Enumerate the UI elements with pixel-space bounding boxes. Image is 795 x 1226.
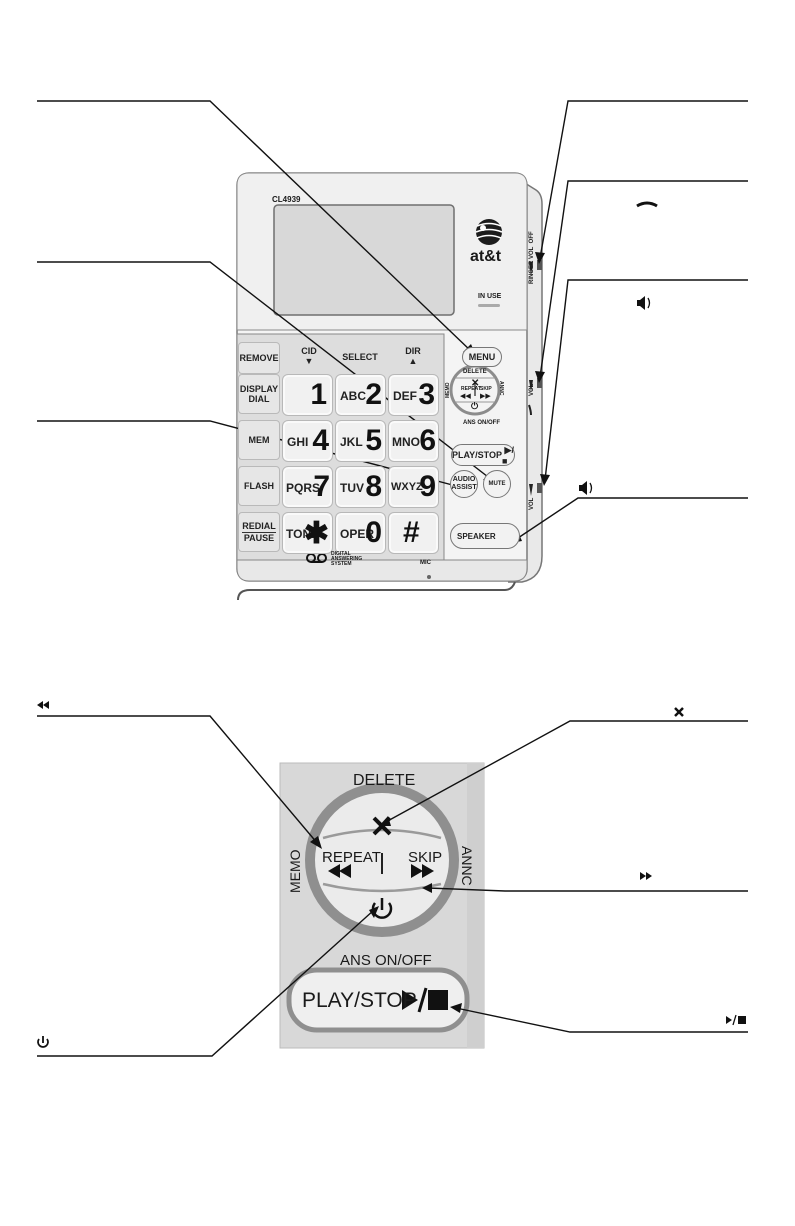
power-legend-icon	[37, 1036, 49, 1048]
audio-assist-button[interactable]: AUDIO ASSIST	[450, 470, 478, 498]
memo-label: MEMO	[445, 382, 451, 398]
in-use-label: IN USE	[478, 293, 502, 300]
forward-legend-icon	[640, 872, 652, 880]
play-stop-legend-icon	[726, 1014, 746, 1026]
detail-play-stop-button[interactable]	[286, 967, 470, 1033]
leader-arrowheads-bottom	[310, 816, 462, 1013]
mem-key[interactable]: MEM	[238, 420, 280, 460]
key-5[interactable]: JKL 5	[335, 420, 386, 462]
repeat-mini-icon: ◀◀	[460, 393, 471, 400]
lcd-screen	[273, 204, 455, 316]
x-legend-icon	[674, 707, 684, 717]
speaker-legend-icon	[637, 296, 651, 310]
voicemail-icon	[306, 553, 327, 563]
key-6[interactable]: MNO 6	[388, 420, 439, 462]
rewind-icon	[328, 864, 351, 878]
leader-lines-bottom	[37, 715, 748, 1057]
speaker-vol-label: VOL	[529, 497, 535, 510]
ans-onoff-label: ANS ON/OFF	[463, 420, 500, 426]
speaker-volume-legend-icon	[579, 481, 593, 495]
mic-hole	[427, 575, 431, 579]
skip-mini-icon: ▶▶	[480, 393, 491, 400]
cid-key[interactable]: CID▼	[301, 346, 317, 366]
detail-repeat-button[interactable]: REPEAT	[322, 849, 381, 866]
brand-logo-text: at&t	[470, 248, 502, 265]
handset-vol-label: VOL	[529, 383, 535, 396]
speaker-button[interactable]: SPEAKER	[450, 523, 520, 549]
handset-side-icon	[528, 404, 532, 416]
model-number: CL4939	[272, 195, 301, 204]
key-1[interactable]: 1	[282, 374, 333, 416]
delete-label: DELETE	[463, 369, 487, 375]
forward-icon	[411, 864, 434, 878]
detail-play-stop-label: PLAY/STOP	[302, 989, 417, 1012]
menu-button[interactable]: MENU	[462, 347, 502, 367]
rewind-legend-icon	[37, 701, 49, 709]
detail-ans-onoff-label: ANS ON/OFF	[340, 952, 432, 969]
in-use-light	[478, 304, 500, 307]
detail-play-stop-icon	[402, 987, 448, 1013]
remove-key[interactable]: REMOVE	[238, 342, 280, 374]
power-icon	[371, 898, 393, 919]
key-2[interactable]: ABC 2	[335, 374, 386, 416]
key-pound[interactable]: #	[388, 512, 439, 554]
delete-button[interactable]: ✕	[471, 378, 480, 389]
mute-button[interactable]: MUTE	[483, 470, 511, 498]
key-0[interactable]: OPER 0	[335, 512, 386, 554]
dir-key[interactable]: DIR▲	[405, 346, 421, 366]
das-label: DIGITAL ANSWERING SYSTEM	[331, 551, 363, 567]
display-dial-key[interactable]: DISPLAY DIAL	[238, 374, 280, 414]
key-4[interactable]: GHI 4	[282, 420, 333, 462]
detail-skip-button[interactable]: SKIP	[408, 849, 443, 866]
key-star[interactable]: TONE ✱	[282, 512, 333, 554]
base-stand-edge	[237, 581, 516, 601]
play-stop-button[interactable]: PLAY/STOP ▶/■	[451, 444, 515, 466]
select-key[interactable]: SELECT	[342, 352, 378, 362]
key-3[interactable]: DEF 3	[388, 374, 439, 416]
ringer-vol-label: RINGER VOL OFF	[529, 231, 535, 284]
speaker-arrow-icon	[529, 484, 533, 496]
att-logo-icon	[475, 219, 503, 245]
detail-annc-label: ANNC	[459, 846, 475, 886]
handset-volume-button[interactable]	[537, 378, 542, 388]
annc-label: ANNC	[498, 381, 504, 396]
detail-memo-label: MEMO	[287, 849, 303, 893]
speaker-volume-button[interactable]	[537, 483, 542, 493]
key-9[interactable]: WXYZ 9	[388, 466, 439, 508]
key-8[interactable]: TUV 8	[335, 466, 386, 508]
detail-delete-label: DELETE	[353, 772, 416, 789]
skip-button[interactable]: SKIP	[480, 386, 492, 392]
repeat-button[interactable]: REPEAT	[461, 386, 481, 392]
handset-arrow-icon	[529, 380, 533, 392]
ringer-volume-switch[interactable]	[537, 260, 542, 270]
mic-label: MIC	[420, 560, 431, 566]
ringer-arrow-icon	[529, 262, 533, 276]
bottom-strip	[236, 559, 528, 582]
flash-key[interactable]: FLASH	[238, 466, 280, 506]
key-7[interactable]: PQRS 7	[282, 466, 333, 508]
off-hook-icon	[636, 201, 658, 208]
ans-onoff-button[interactable]: ⏻	[471, 401, 479, 411]
redial-pause-key[interactable]: REDIAL PAUSE	[238, 512, 280, 552]
